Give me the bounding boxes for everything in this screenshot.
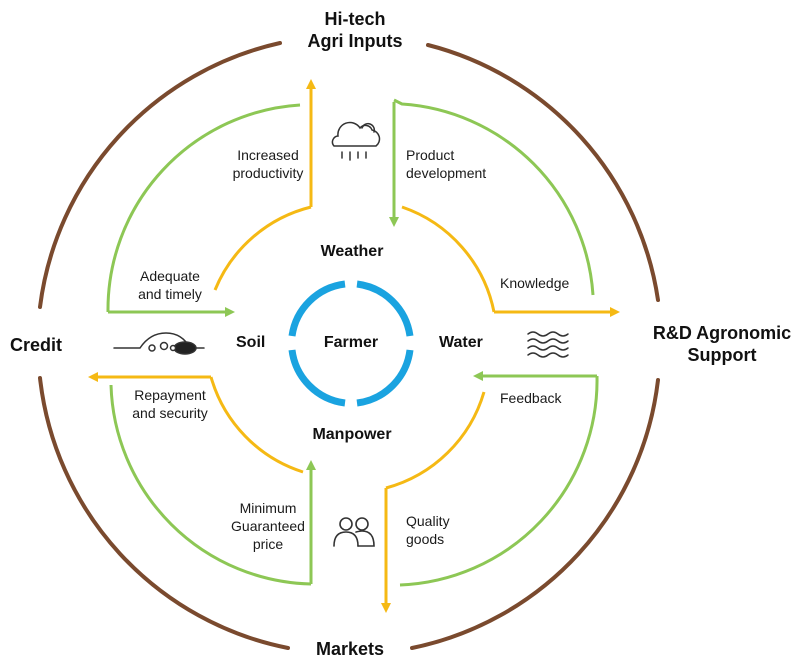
cloud-rain-icon [331, 121, 381, 161]
yellow-arc-top-right [401, 205, 496, 313]
flow-repayment-and-security: Repayment and security [132, 387, 208, 421]
green-arc-top-right [393, 98, 595, 296]
flow-feedback: Feedback [500, 390, 562, 406]
outer-ring [38, 41, 660, 650]
node-hi-tech-agri-inputs: Hi-tech Agri Inputs [307, 9, 403, 51]
flow-minimum-guaranteed-price: Minimum Guaranteed price [231, 500, 305, 552]
yellow-arc-top-left [213, 205, 312, 291]
yellow-arc-bottom-left [209, 376, 304, 474]
blue-arc-top-left [288, 280, 346, 337]
outer-arc-top-left [38, 41, 282, 309]
flow-quality-goods: Quality goods [406, 513, 450, 547]
blue-arc-top-right [356, 280, 414, 337]
inner-weather: Weather [320, 243, 384, 260]
green-arc-top-left [106, 103, 301, 313]
yellow-arc-bottom-right [385, 391, 486, 490]
inner-water: Water [439, 334, 483, 351]
flow-product-development: Product development [406, 147, 487, 181]
water-waves-icon [527, 331, 569, 358]
green-arc-bottom-right [399, 375, 599, 587]
green-cycle [106, 98, 599, 587]
center-farmer: Farmer [323, 334, 379, 351]
green-arc-bottom-left [109, 384, 312, 586]
blue-arc-bottom-right [356, 349, 414, 407]
node-credit: Credit [10, 335, 63, 355]
outer-arc-bottom-right [410, 378, 660, 650]
blue-arc-bottom-left [288, 349, 346, 407]
flow-increased-productivity: Increased productivity [232, 147, 304, 181]
soil-mound-icon [113, 332, 205, 355]
outer-arc-bottom-left [38, 376, 290, 650]
flow-knowledge: Knowledge [500, 275, 570, 291]
yellow-cycle [88, 79, 620, 613]
node-markets: Markets [315, 639, 385, 659]
inner-soil: Soil [236, 334, 266, 351]
outer-arc-top-right [426, 43, 660, 302]
inner-manpower: Manpower [312, 426, 392, 443]
node-rnd-agronomic-support: R&D Agronomic Support [652, 323, 792, 365]
flow-adequate-and-timely: Adequate and timely [138, 268, 202, 302]
people-icon [333, 517, 375, 547]
farmer-ring [288, 280, 414, 407]
